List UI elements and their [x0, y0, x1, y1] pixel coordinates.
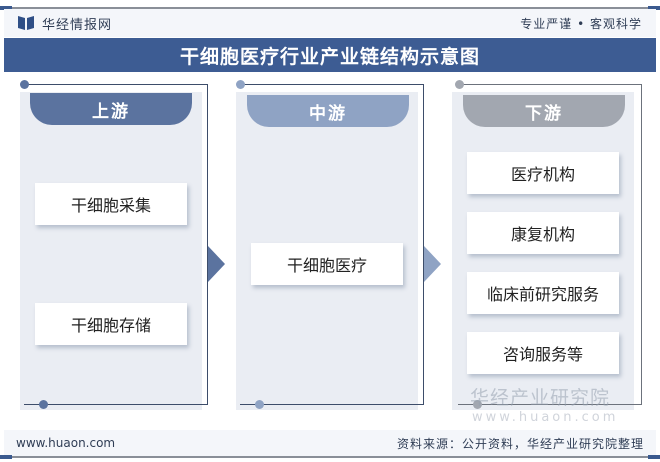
upstream-item-label: 干细胞采集	[70, 196, 151, 215]
brand-name: 华经情报网	[42, 17, 113, 33]
downstream-item-label: 康复机构	[510, 225, 575, 244]
page-title: 干细胞医疗行业产业链结构示意图	[179, 45, 480, 68]
top-rule	[0, 6, 660, 10]
book-icon	[18, 16, 34, 30]
upstream-header: 上游	[30, 93, 192, 125]
upstream-item: 干细胞采集	[35, 183, 187, 225]
bottom-rule-tick-left	[0, 455, 12, 459]
midstream-item-label: 干细胞医疗	[286, 256, 367, 275]
upstream-item: 干细胞存储	[35, 303, 187, 345]
midstream-frame	[240, 84, 424, 405]
downstream-label: 下游	[525, 103, 563, 124]
brand: 华经情报网	[18, 14, 112, 33]
downstream-dot-top	[455, 80, 464, 89]
downstream-item: 咨询服务等	[467, 332, 619, 374]
upstream-label: 上游	[92, 101, 130, 122]
downstream-item: 康复机构	[467, 212, 619, 254]
midstream-item: 干细胞医疗	[251, 243, 403, 285]
footer-source: 资料来源：公开资料，华经产业研究院整理	[396, 436, 644, 451]
footer-bar: www.huaon.com 资料来源：公开资料，华经产业研究院整理	[4, 430, 656, 456]
watermark-name: 华经产业研究院	[470, 387, 611, 409]
downstream-item-label: 临床前研究服务	[486, 285, 599, 304]
upstream-frame	[24, 84, 208, 405]
upstream-dot-top	[20, 80, 29, 89]
title-bar: 干细胞医疗行业产业链结构示意图	[4, 38, 656, 72]
watermark-url: www.huaon.com	[472, 410, 619, 425]
downstream-item-label: 医疗机构	[510, 165, 575, 184]
downstream-item: 临床前研究服务	[467, 272, 619, 314]
downstream-item-label: 咨询服务等	[502, 345, 583, 364]
footer-url: www.huaon.com	[16, 436, 116, 450]
midstream-dot-bottom	[255, 400, 264, 409]
upstream-dot-bottom	[39, 400, 48, 409]
arrow-right-icon	[424, 246, 441, 282]
downstream-item: 医疗机构	[467, 152, 619, 194]
slogan: 专业严谨 • 客观科学	[520, 16, 642, 31]
bottom-rule	[0, 455, 660, 459]
downstream-header: 下游	[463, 95, 625, 127]
midstream-dot-top	[236, 80, 245, 89]
bottom-rule-tick-right	[648, 455, 660, 459]
arrow-right-icon	[208, 246, 225, 282]
top-rule-tick-right	[648, 6, 660, 10]
midstream-header: 中游	[247, 95, 409, 127]
downstream-frame	[458, 84, 642, 405]
top-rule-tick-left	[0, 6, 12, 10]
header-bar: 华经情报网 专业严谨 • 客观科学	[4, 9, 656, 37]
downstream-dot-bottom	[473, 400, 482, 409]
midstream-label: 中游	[309, 103, 347, 124]
upstream-item-label: 干细胞存储	[70, 316, 151, 335]
upstream-panel	[20, 92, 202, 410]
